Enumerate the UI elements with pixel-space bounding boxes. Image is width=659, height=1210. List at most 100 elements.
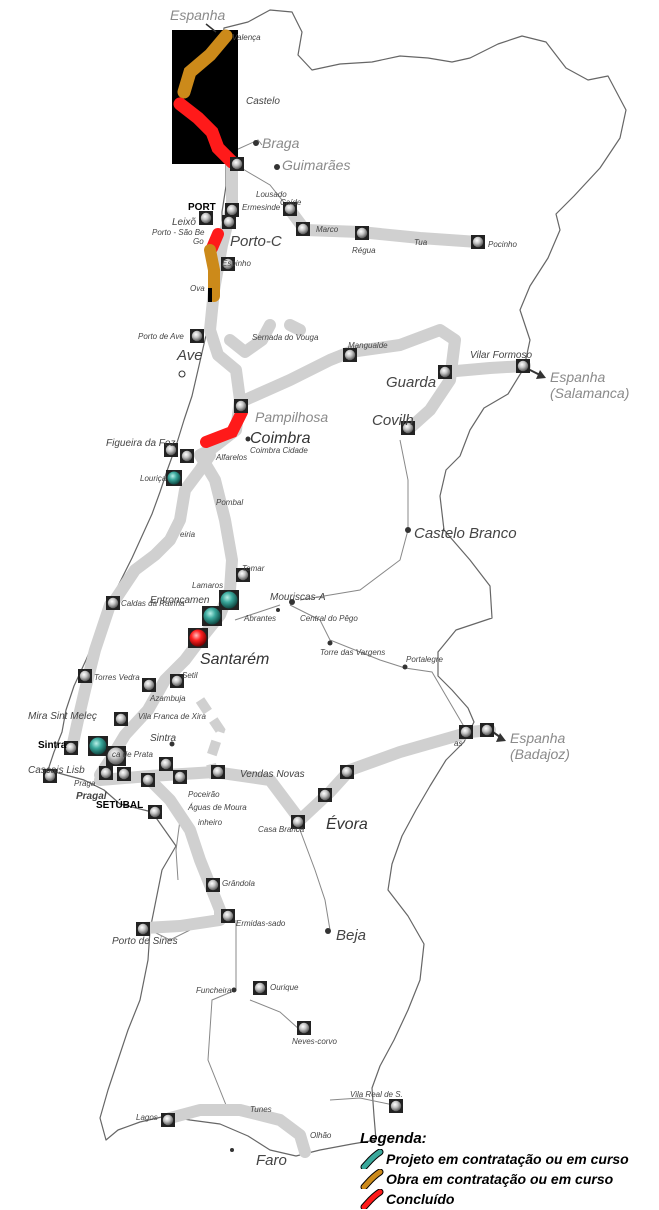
label-leixoes: Leixõ [172, 217, 196, 228]
map-legend: Legenda: Projeto em contratação ou em cu… [360, 1130, 659, 1209]
station-square-icon [148, 805, 162, 819]
label-vendas-novas: Vendas Novas [240, 769, 305, 780]
station-square-icon [106, 596, 120, 610]
label-alfarelos: Alfarelos [215, 453, 247, 462]
label-ova: Ova [190, 284, 205, 293]
label-poceirao: Poceirão [188, 790, 220, 799]
legend-title: Legenda: [360, 1130, 427, 1147]
label-figueira: Figueira da Foz [106, 438, 175, 449]
station-square-icon [206, 878, 220, 892]
station-square-icon [142, 678, 156, 692]
label-sintra-b: Sintra [150, 733, 177, 744]
station-square-icon [253, 981, 267, 995]
label-lousado: Lousado [256, 190, 287, 199]
label-beja: Beja [336, 927, 366, 944]
station-square-icon [438, 365, 452, 379]
label-guarda: Guarda [386, 374, 436, 391]
label-lamarosa: Lamaros [192, 581, 223, 590]
station-square-icon [136, 922, 150, 936]
label-marco: Marco [316, 225, 339, 234]
station-square-icon [159, 757, 173, 771]
station-square-icon [296, 222, 310, 236]
label-cais-prata: ca de Prata [112, 750, 153, 759]
label-espanha-badajoz: Espanha [510, 730, 565, 746]
arrow-icon-salamanca [527, 368, 546, 379]
station-square-icon [161, 1113, 175, 1127]
teal-stroke-icon [360, 1149, 386, 1169]
label-go: Go [193, 237, 204, 246]
station-square-icon [190, 329, 204, 343]
label-funcheira: Funcheira [196, 986, 232, 995]
station-square-icon [99, 766, 113, 780]
label-olhao: Olhão [310, 1131, 332, 1140]
works-line-espinho [204, 244, 220, 302]
legend-label-project: Projeto em contratação ou em curso [386, 1151, 629, 1167]
done-line-coimbra [200, 406, 248, 448]
label-caldas: Caldas da Rainha [121, 599, 185, 608]
label-regua: Régua [352, 246, 376, 255]
label-setubal: SETÚBAL [96, 798, 143, 811]
label-ourique: Ourique [270, 983, 299, 992]
map-labels: Espanha Valença Castelo Braga Guimarães … [28, 7, 629, 1169]
station-square-icon [343, 348, 357, 362]
station-square-icon [459, 725, 473, 739]
label-castelo: Castelo [246, 96, 280, 107]
label-badajoz: (Badajoz) [510, 746, 570, 762]
label-porto-sines: Porto de Sines [112, 936, 178, 947]
station-square-icon [114, 712, 128, 726]
label-valenca: Valença [232, 33, 261, 42]
project-ball-icon [89, 737, 107, 755]
station-square-icon [222, 215, 236, 229]
project-ball-icon [107, 747, 125, 765]
label-elvas: as [454, 739, 462, 748]
label-vila-real: Vila Real de S. [350, 1090, 403, 1099]
label-sernada: Sernada do Vouga [252, 333, 319, 342]
label-tomar: Tomar [242, 564, 265, 573]
label-ermesinde: Ermesinde [242, 203, 281, 212]
label-coimbra: Coimbra [250, 430, 311, 447]
label-salamanca: (Salamanca) [550, 385, 629, 401]
station-square-icon [221, 909, 235, 923]
station-square-icon [141, 773, 155, 787]
legend-item-works: Obra em contratação ou em curso [360, 1169, 659, 1189]
label-porto-sao-bento: Porto - São Be [152, 228, 205, 237]
label-pombal: Pombal [216, 498, 243, 507]
label-aveiro: Ave [176, 347, 203, 364]
station-square-icon [78, 669, 92, 683]
done-ball-icon [189, 629, 207, 647]
label-pocinho: Pocinho [488, 240, 517, 249]
label-entroncamento: Entroncamen [150, 595, 210, 606]
label-guimaraes: Guimarães [282, 157, 350, 173]
legend-item-done: Concluído [360, 1189, 659, 1209]
arrow-icon-valenca [205, 23, 217, 33]
label-mangualde: Mangualde [348, 341, 388, 350]
station-square-icon [199, 211, 213, 225]
works-line-minho [177, 29, 233, 99]
label-torre-vargens: Torre das Vargens [320, 648, 385, 657]
label-azambuja: Azambuja [149, 694, 186, 703]
label-torres-vedras: Torres Vedra [94, 673, 140, 682]
station-square-icon [173, 770, 187, 784]
label-cascais: Cascais Lisb [28, 765, 85, 776]
label-espanha-salamanca: Espanha [550, 369, 605, 385]
label-espinho: Espinho [222, 259, 251, 268]
station-square-icon [318, 788, 332, 802]
label-sintra: Sintra [38, 740, 67, 751]
label-tunes: Tunes [250, 1105, 272, 1114]
label-neves-corvo: Neves-corvo [292, 1037, 337, 1046]
label-casa-branca: Casa Branca [258, 825, 305, 834]
label-leiria: eiria [180, 530, 196, 539]
project-ball-icon [167, 471, 181, 485]
label-castelo-branco: Castelo Branco [414, 525, 517, 542]
label-vila-franca: Vila Franca de Xira [138, 712, 206, 721]
project-ball-icon [203, 607, 221, 625]
station-square-icon [297, 1021, 311, 1035]
label-evora: Évora [326, 814, 368, 833]
station-square-icon [211, 765, 225, 779]
legend-label-works: Obra em contratação ou em curso [386, 1171, 614, 1187]
station-square-icon [117, 767, 131, 781]
label-setil: Setil [182, 671, 198, 680]
station-square-icon [230, 157, 244, 171]
station-square-icon [389, 1099, 403, 1113]
